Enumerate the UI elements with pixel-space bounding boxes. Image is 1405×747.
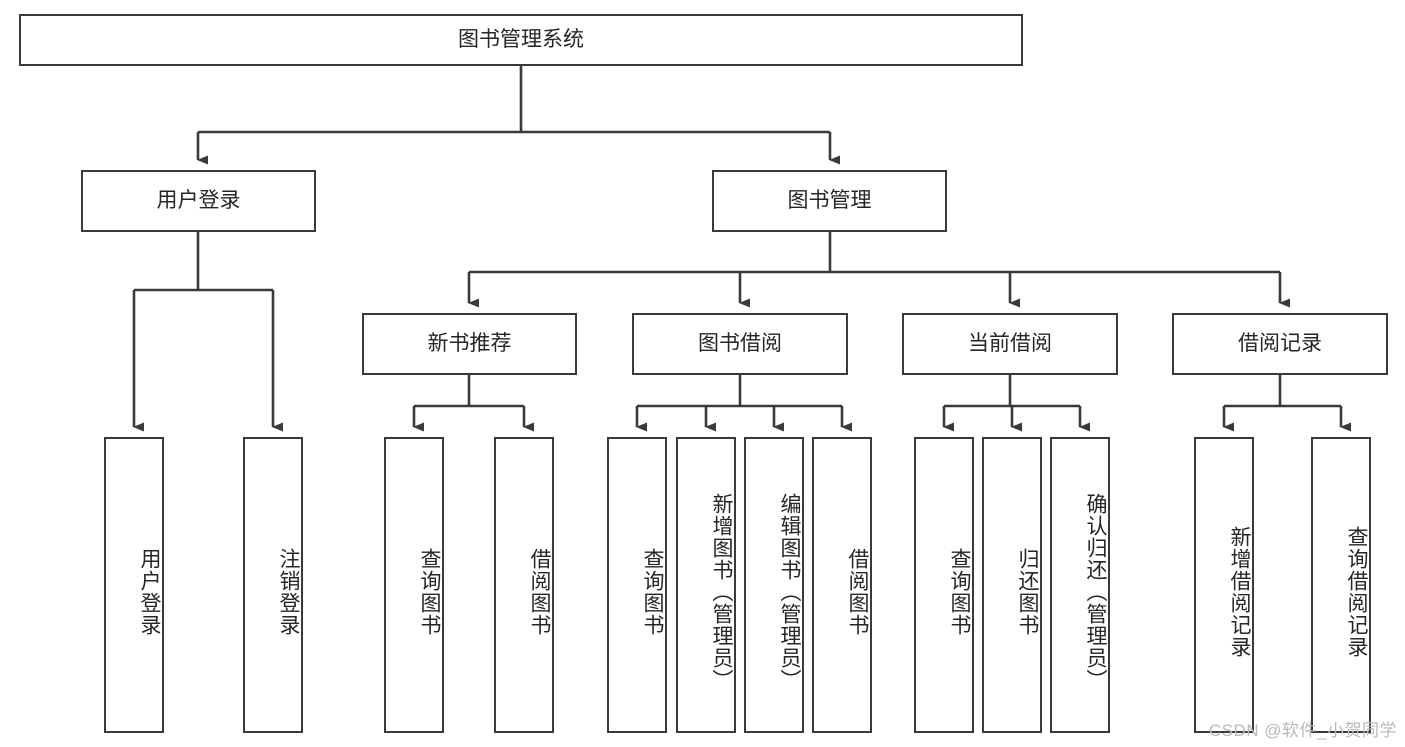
node-leaf-add-record[interactable]: 新增借阅记录 (1194, 437, 1254, 733)
node-leaf-return-book[interactable]: 归还图书 (982, 437, 1042, 733)
csdn-watermark: CSDN @软件_小贺同学 (1208, 721, 1397, 740)
node-leaf-borrow-book-1-label: 借阅图书 (528, 548, 551, 636)
node-leaf-borrow-book-2-label: 借阅图书 (846, 548, 869, 636)
node-leaf-return-book-label: 归还图书 (1016, 548, 1039, 636)
node-leaf-add-record-label: 新增借阅记录 (1228, 526, 1251, 658)
node-book-manage[interactable]: 图书管理 (712, 170, 947, 232)
node-leaf-add-book-label: 新增图书（管理员） (710, 493, 733, 691)
node-borrow-record-label: 借阅记录 (1238, 331, 1322, 355)
node-leaf-query-record[interactable]: 查询借阅记录 (1311, 437, 1371, 733)
node-leaf-query-book-1[interactable]: 查询图书 (384, 437, 444, 733)
node-root[interactable]: 图书管理系统 (19, 14, 1023, 66)
node-leaf-user-logout-label: 注销登录 (277, 548, 300, 636)
node-leaf-borrow-book-2[interactable]: 借阅图书 (812, 437, 872, 733)
node-leaf-query-book-2[interactable]: 查询图书 (607, 437, 667, 733)
node-user-login[interactable]: 用户登录 (81, 170, 316, 232)
node-book-manage-label: 图书管理 (787, 188, 872, 212)
node-leaf-query-book-2-label: 查询图书 (641, 548, 664, 636)
node-book-borrow-label: 图书借阅 (698, 331, 782, 355)
node-book-borrow[interactable]: 图书借阅 (632, 313, 848, 375)
node-leaf-add-book[interactable]: 新增图书（管理员） (676, 437, 736, 733)
node-user-login-label: 用户登录 (156, 188, 241, 212)
node-leaf-confirm-return[interactable]: 确认归还（管理员） (1050, 437, 1110, 733)
node-new-book-rec-label: 新书推荐 (427, 331, 512, 355)
node-leaf-confirm-return-label: 确认归还（管理员） (1084, 493, 1107, 691)
node-current-borrow-label: 当前借阅 (968, 331, 1052, 355)
node-root-label: 图书管理系统 (458, 27, 584, 51)
node-leaf-user-login-label: 用户登录 (138, 548, 161, 636)
node-leaf-query-book-1-label: 查询图书 (418, 548, 441, 636)
node-leaf-query-book-3[interactable]: 查询图书 (914, 437, 974, 733)
node-new-book-rec[interactable]: 新书推荐 (362, 313, 577, 375)
node-leaf-user-logout[interactable]: 注销登录 (243, 437, 303, 733)
node-leaf-borrow-book-1[interactable]: 借阅图书 (494, 437, 554, 733)
node-leaf-query-record-label: 查询借阅记录 (1345, 526, 1368, 658)
node-borrow-record[interactable]: 借阅记录 (1172, 313, 1388, 375)
node-leaf-query-book-3-label: 查询图书 (948, 548, 971, 636)
node-current-borrow[interactable]: 当前借阅 (902, 313, 1118, 375)
node-leaf-edit-book[interactable]: 编辑图书（管理员） (744, 437, 804, 733)
node-leaf-user-login[interactable]: 用户登录 (104, 437, 164, 733)
node-leaf-edit-book-label: 编辑图书（管理员） (778, 493, 801, 691)
